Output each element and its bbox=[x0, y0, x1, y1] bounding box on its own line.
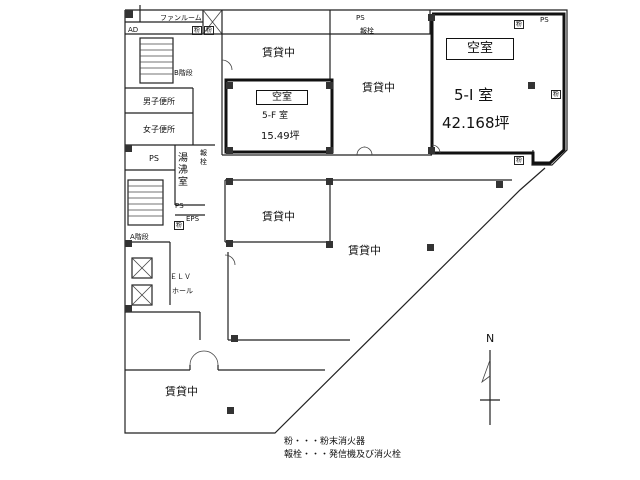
ps2-label: PS bbox=[175, 202, 184, 210]
extinguisher-marker: 粉 bbox=[174, 221, 185, 230]
eps-label: EPS bbox=[186, 215, 200, 223]
vacant-5i-area: 42.168坪 bbox=[442, 114, 510, 132]
room-label-rented-top-small: 賃貸中 bbox=[262, 46, 295, 59]
vacant-5i-name: 5-I 室 bbox=[454, 86, 494, 104]
top-partitions bbox=[221, 34, 432, 156]
legend-line-2: 報栓・・・発信機及び消火栓 bbox=[284, 450, 402, 460]
vacant-5i-outline bbox=[430, 12, 566, 165]
compass-north-label: N bbox=[486, 332, 495, 345]
fan-room-label: ファンルーム bbox=[160, 14, 202, 22]
room-label-rented-mid-right: 賃貸中 bbox=[348, 244, 381, 257]
houka-label-2: 栓 bbox=[200, 158, 207, 166]
extinguisher-marker: 粉 bbox=[204, 26, 215, 35]
middle-partitions bbox=[125, 179, 512, 371]
yuwakashi-label-1: 湯 bbox=[178, 153, 188, 164]
extinguisher-marker: 粉 bbox=[514, 156, 525, 165]
service-core bbox=[125, 10, 215, 313]
ps-right-label: PS bbox=[540, 16, 549, 24]
extinguisher-marker: 粉 bbox=[192, 26, 203, 35]
elv-label: ＥＬＶ bbox=[170, 273, 191, 281]
ad-label: AD bbox=[128, 26, 139, 34]
houka-top-label: 報栓 bbox=[360, 27, 374, 35]
mens-toilet-label: 男子便所 bbox=[143, 97, 175, 106]
room-label-rented-top-center: 賃貸中 bbox=[362, 81, 395, 94]
ps1-label: PS bbox=[149, 154, 159, 163]
womens-toilet-label: 女子便所 bbox=[143, 125, 175, 134]
vacant-5f-badge: 空室 bbox=[256, 90, 308, 105]
vacant-5i-badge: 空室 bbox=[446, 38, 514, 60]
vacant-5f-name: 5-F 室 bbox=[262, 111, 289, 121]
stair-a-label: A階段 bbox=[130, 233, 149, 241]
extinguisher-marker: 粉 bbox=[514, 20, 525, 29]
legend-line-1: 粉・・・粉末消火器 bbox=[284, 437, 366, 447]
stair-b-label: B階段 bbox=[174, 69, 193, 77]
ps-top-label: PS bbox=[356, 14, 365, 22]
structural-columns bbox=[125, 10, 535, 414]
room-label-rented-mid-left: 賃貸中 bbox=[262, 210, 295, 223]
vacant-5f-outline bbox=[224, 78, 334, 154]
north-arrow bbox=[480, 350, 500, 425]
yuwakashi-label-3: 室 bbox=[178, 177, 188, 188]
hall-label: ホール bbox=[172, 287, 193, 295]
extinguisher-marker: 粉 bbox=[551, 90, 562, 99]
houka-label-1: 報 bbox=[200, 149, 207, 157]
vacant-5f-area: 15.49坪 bbox=[261, 131, 300, 142]
room-label-rented-bottom: 賃貸中 bbox=[165, 385, 198, 398]
yuwakashi-label-2: 沸 bbox=[178, 165, 188, 176]
